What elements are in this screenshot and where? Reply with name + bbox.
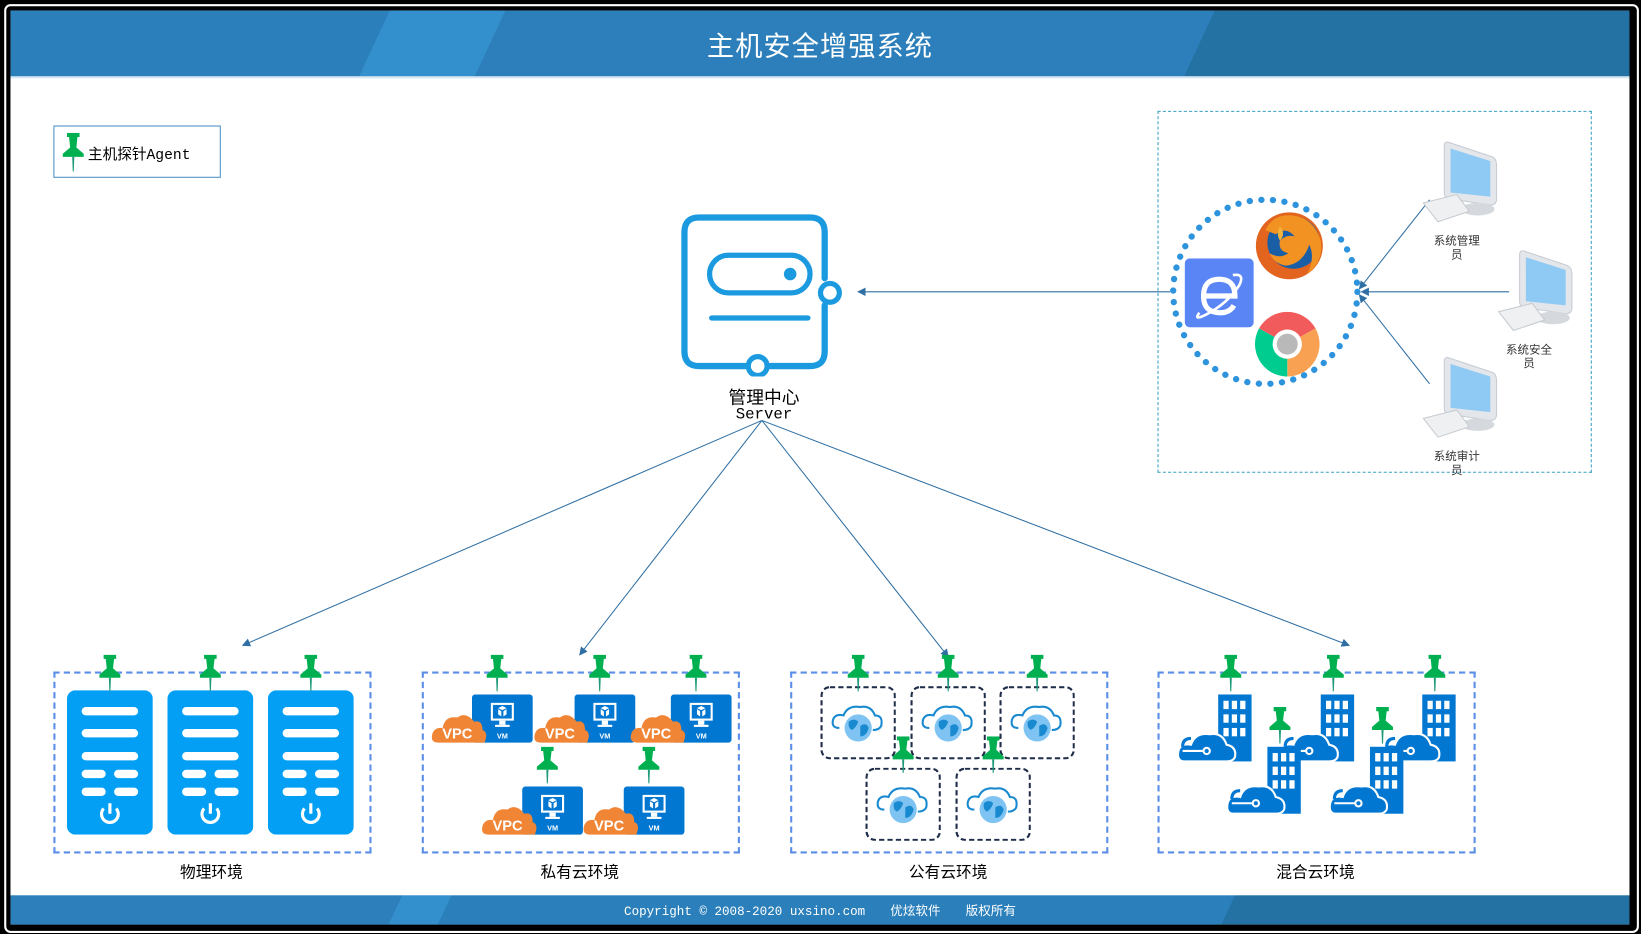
pushpin-icon — [62, 132, 84, 172]
server-label: 管理中心 — [728, 388, 800, 409]
footer-text: Copyright © 2008-2020 uxsino.com 优炫软件 版权所有 — [10, 902, 1629, 920]
diagram-canvas: 主机安全增强系统 主机探针Agent 管理中心 Ser — [10, 10, 1630, 925]
desktop-computer-icon — [1422, 357, 1498, 438]
server-console-icon — [681, 214, 842, 377]
env-box-private-cloud — [421, 671, 740, 854]
svg-text:VM: VM — [696, 731, 707, 740]
arrow-server-to-public — [761, 420, 949, 658]
cloud-globe-icon — [865, 767, 941, 841]
header-bar: 主机安全增强系统 — [10, 10, 1630, 79]
pushpin-icon — [892, 736, 914, 773]
dotted-ring — [1170, 196, 1361, 387]
pushpin-icon — [1026, 654, 1048, 692]
pushpin-icon — [99, 654, 121, 692]
pushpin-icon — [589, 654, 611, 692]
vpc-vm-icon: VM VPC — [534, 694, 636, 743]
legend-label: 主机探针Agent — [87, 147, 191, 165]
user-label-line: 员 — [1451, 463, 1463, 477]
cloud-globe-icon — [910, 686, 986, 760]
arrow-auditor-to-browser — [1358, 294, 1431, 385]
footer-rights: 版权所有 — [965, 904, 1016, 920]
pushpin-icon — [685, 654, 707, 692]
pushpin-icon — [847, 654, 869, 692]
svg-text:VPC: VPC — [493, 818, 524, 834]
pushpin-icon — [1322, 654, 1344, 692]
svg-text:VPC: VPC — [594, 818, 625, 834]
user-label-sysadmin: 系统管理 员 — [1415, 234, 1499, 261]
vpc-vm-icon: VM VPC — [630, 694, 732, 743]
firefox-icon — [1255, 212, 1323, 280]
physical-server-icon — [267, 690, 354, 835]
svg-text:VPC: VPC — [641, 726, 672, 742]
arrow-admin-to-browser — [1358, 199, 1431, 290]
pushpin-icon — [536, 746, 558, 784]
user-label-line: 系统审计 — [1433, 449, 1480, 464]
physical-server-icon — [167, 690, 254, 835]
browser-group — [1170, 196, 1361, 387]
cloud-globe-icon — [955, 767, 1031, 841]
cloud-globe-icon — [820, 686, 896, 760]
user-label-line: 系统管理 — [1433, 234, 1480, 248]
pushpin-icon — [638, 746, 660, 784]
vpc-vm-icon: VM VPC — [431, 694, 533, 743]
chrome-icon — [1254, 311, 1320, 377]
physical-server-icon — [66, 690, 153, 835]
user-label-line: 员 — [1451, 247, 1463, 262]
pushpin-icon — [300, 654, 322, 692]
hybrid-cloud-building-icon — [1226, 746, 1301, 815]
env-box-hybrid-cloud — [1157, 671, 1476, 854]
user-label-line: 员 — [1523, 356, 1535, 371]
internet-explorer-icon — [1184, 258, 1254, 328]
pushpin-icon — [1372, 707, 1393, 744]
pushpin-icon — [1269, 707, 1291, 744]
legend: 主机探针Agent — [53, 125, 221, 178]
desktop-computer-icon — [1422, 141, 1498, 223]
svg-text:VM: VM — [649, 823, 660, 832]
page-title: 主机安全增强系统 — [706, 31, 934, 63]
server-sublabel: Server — [735, 405, 793, 424]
arrow-server-to-hybrid — [761, 419, 1350, 647]
hybrid-cloud-building-icon — [1328, 746, 1404, 815]
cloud-globe-icon — [999, 686, 1075, 760]
svg-text:VM: VM — [497, 731, 508, 740]
desktop-computer-icon — [1497, 250, 1573, 332]
env-label-hybrid-cloud: 混合云环境 — [1276, 862, 1355, 882]
pushpin-icon — [937, 654, 959, 692]
connector-layer — [241, 199, 1510, 658]
env-label-private-cloud: 私有云环境 — [540, 862, 620, 882]
svg-text:VPC: VPC — [442, 726, 473, 742]
vpc-vm-icon: VM VPC — [583, 786, 685, 835]
footer-company: 优炫软件 — [890, 904, 941, 920]
svg-text:VM: VM — [547, 823, 558, 832]
pushpin-icon — [1424, 654, 1446, 692]
pushpin-icon — [199, 654, 221, 692]
footer-bar: Copyright © 2008-2020 uxsino.com 优炫软件 版权所有 — [10, 895, 1630, 925]
user-label-secadmin: 系统安全 员 — [1487, 343, 1571, 370]
user-label-line: 系统安全 — [1505, 343, 1553, 357]
env-label-physical: 物理环境 — [179, 862, 243, 882]
svg-text:VPC: VPC — [545, 726, 576, 742]
pushpin-icon — [1220, 654, 1242, 692]
admin-client-zone — [1157, 110, 1592, 473]
env-label-public-cloud: 公有云环境 — [908, 862, 988, 882]
footer-copyright: Copyright © 2008-2020 uxsino.com — [624, 904, 866, 920]
svg-text:VM: VM — [599, 731, 610, 740]
hybrid-cloud-building-icon — [1176, 694, 1252, 763]
arrow-server-to-physical — [241, 419, 763, 647]
arrow-server-to-private — [579, 420, 763, 656]
user-label-auditor: 系统审计 员 — [1415, 450, 1499, 477]
pushpin-icon — [982, 736, 1004, 773]
vpc-vm-icon: VM VPC — [482, 786, 583, 835]
pushpin-icon — [486, 654, 508, 692]
